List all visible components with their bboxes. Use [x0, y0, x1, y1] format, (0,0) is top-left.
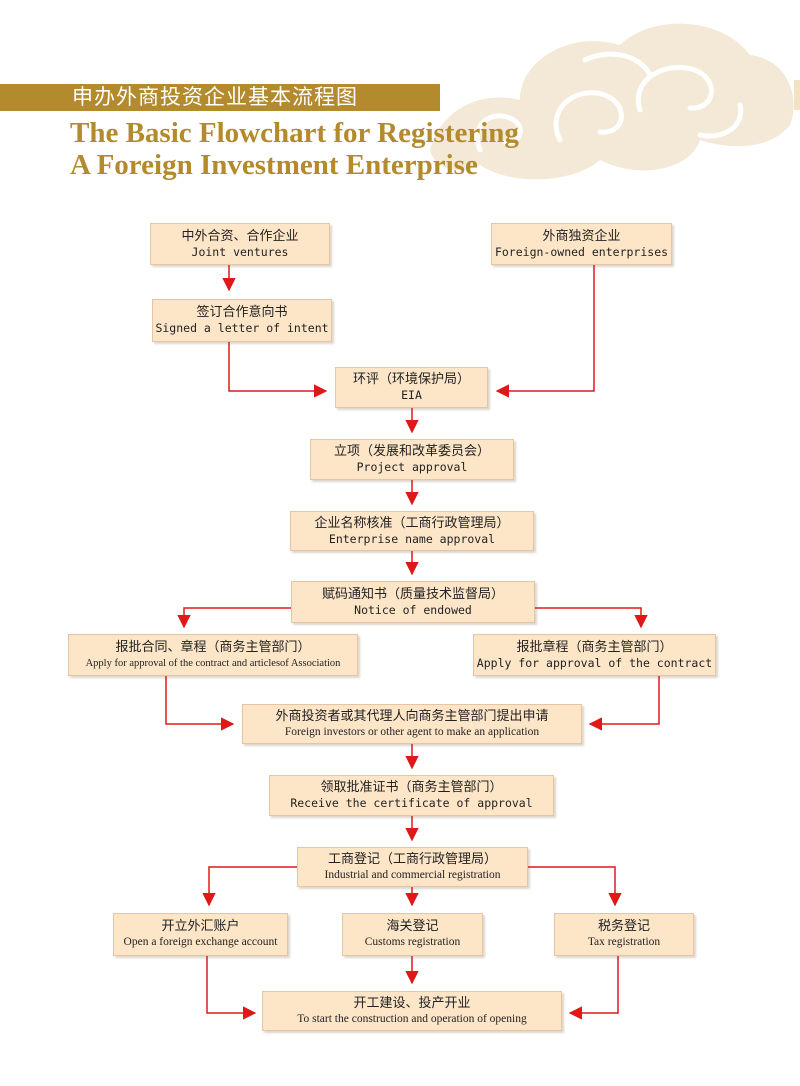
arrow-notice-to-contract [177, 607, 291, 629]
node-label-en: Open a foreign exchange account [123, 936, 278, 948]
cloud-decoration [430, 23, 794, 180]
node-label-cn: 开工建设、投产开业 [353, 995, 471, 1011]
node-tax-registration: 税务登记 Tax registration [554, 913, 694, 956]
node-label-cn: 报批合同、章程（商务主管部门） [115, 639, 311, 655]
arrow-registration-to-tax [528, 866, 622, 907]
title-bar [0, 84, 440, 111]
node-label-cn: 海关登记 [386, 919, 439, 934]
node-project-approval: 立项（发展和改革委员会） Project approval [310, 439, 514, 480]
node-label-cn: 开立外汇账户 [161, 919, 240, 934]
node-commercial-registration: 工商登记（工商行政管理局） Industrial and commercial … [297, 847, 528, 887]
node-label-cn: 签订合作意向书 [196, 305, 288, 320]
node-eia: 环评（环境保护局） EIA [335, 367, 488, 408]
node-label-cn: 立项（发展和改革委员会） [333, 444, 490, 459]
node-joint-ventures: 中外合资、合作企业 Joint ventures [150, 223, 330, 265]
node-label-en: Project approval [356, 460, 468, 474]
page-title-english-line1: The Basic Flowchart for Registering [70, 117, 519, 149]
node-label-cn: 企业名称核准（工商行政管理局） [314, 515, 510, 531]
arrow-tax-to-start [568, 956, 619, 1020]
node-label-en: Joint ventures [191, 244, 289, 259]
node-label-en: Foreign-owned enterprises [494, 244, 669, 259]
node-label-cn: 税务登记 [597, 919, 650, 934]
node-label-cn: 领取批准证书（商务主管部门） [320, 780, 503, 795]
arrow-letter-to-eia [228, 342, 328, 398]
node-letter-of-intent: 签订合作意向书 Signed a letter of intent [152, 299, 332, 342]
arrow-contract-to-application [165, 676, 235, 731]
node-label-en: Receive the certificate of approval [290, 796, 533, 810]
node-notice-of-endowed: 赋码通知书（质量技术监督局） Notice of endowed [291, 581, 535, 623]
node-approve-contract-and-articles: 报批合同、章程（商务主管部门） Apply for approval of th… [68, 634, 358, 676]
node-certificate-of-approval: 领取批准证书（商务主管部门） Receive the certificate o… [269, 775, 554, 816]
node-label-en: Industrial and commercial registration [324, 868, 501, 881]
node-label-cn: 中外合资、合作企业 [181, 228, 299, 244]
arrow-notice-to-articles [535, 607, 648, 629]
node-label-en: To start the construction and operation … [297, 1012, 527, 1025]
node-label-cn: 环评（环境保护局） [352, 372, 470, 387]
node-label-en: Enterprise name approval [328, 531, 496, 546]
node-label-en: Customs registration [364, 936, 461, 948]
node-label-cn: 工商登记（工商行政管理局） [327, 851, 497, 867]
node-label-cn: 报批章程（商务主管部门） [516, 639, 673, 655]
side-edge-mark [794, 80, 800, 110]
node-label-en: EIA [401, 388, 422, 402]
node-start-construction: 开工建设、投产开业 To start the construction and … [262, 991, 562, 1031]
node-label-cn: 外商投资者或其代理人向商务主管部门提出申请 [275, 708, 549, 724]
node-label-en: Signed a letter of intent [155, 321, 329, 335]
arrow-forex-to-start [206, 956, 257, 1020]
node-enterprise-name-approval: 企业名称核准（工商行政管理局） Enterprise name approval [290, 511, 534, 551]
node-application: 外商投资者或其代理人向商务主管部门提出申请 Foreign investors … [242, 704, 582, 744]
node-label-en: Apply for approval of the contract and a… [85, 657, 341, 669]
page-title-english-line2: A Foreign Investment Enterprise [70, 149, 478, 181]
page-title-chinese: 申办外商投资企业基本流程图 [72, 85, 358, 109]
node-foreign-exchange-account: 开立外汇账户 Open a foreign exchange account [113, 913, 288, 956]
node-label-en: Notice of endowed [354, 602, 472, 617]
node-label-cn: 赋码通知书（质量技术监督局） [321, 586, 504, 602]
node-approve-articles: 报批章程（商务主管部门） Apply for approval of the c… [473, 634, 716, 676]
node-label-cn: 外商独资企业 [542, 228, 621, 244]
node-customs-registration: 海关登记 Customs registration [342, 913, 483, 956]
node-foreign-owned-enterprises: 外商独资企业 Foreign-owned enterprises [491, 223, 672, 265]
node-label-en: Tax registration [587, 936, 661, 948]
node-label-en: Apply for approval of the contract [476, 655, 713, 670]
node-label-en: Foreign investors or other agent to make… [284, 725, 540, 738]
arrow-registration-to-forex [202, 866, 297, 907]
arrow-articles-to-application [588, 676, 660, 731]
arrow-foreign-to-eia [495, 265, 595, 398]
